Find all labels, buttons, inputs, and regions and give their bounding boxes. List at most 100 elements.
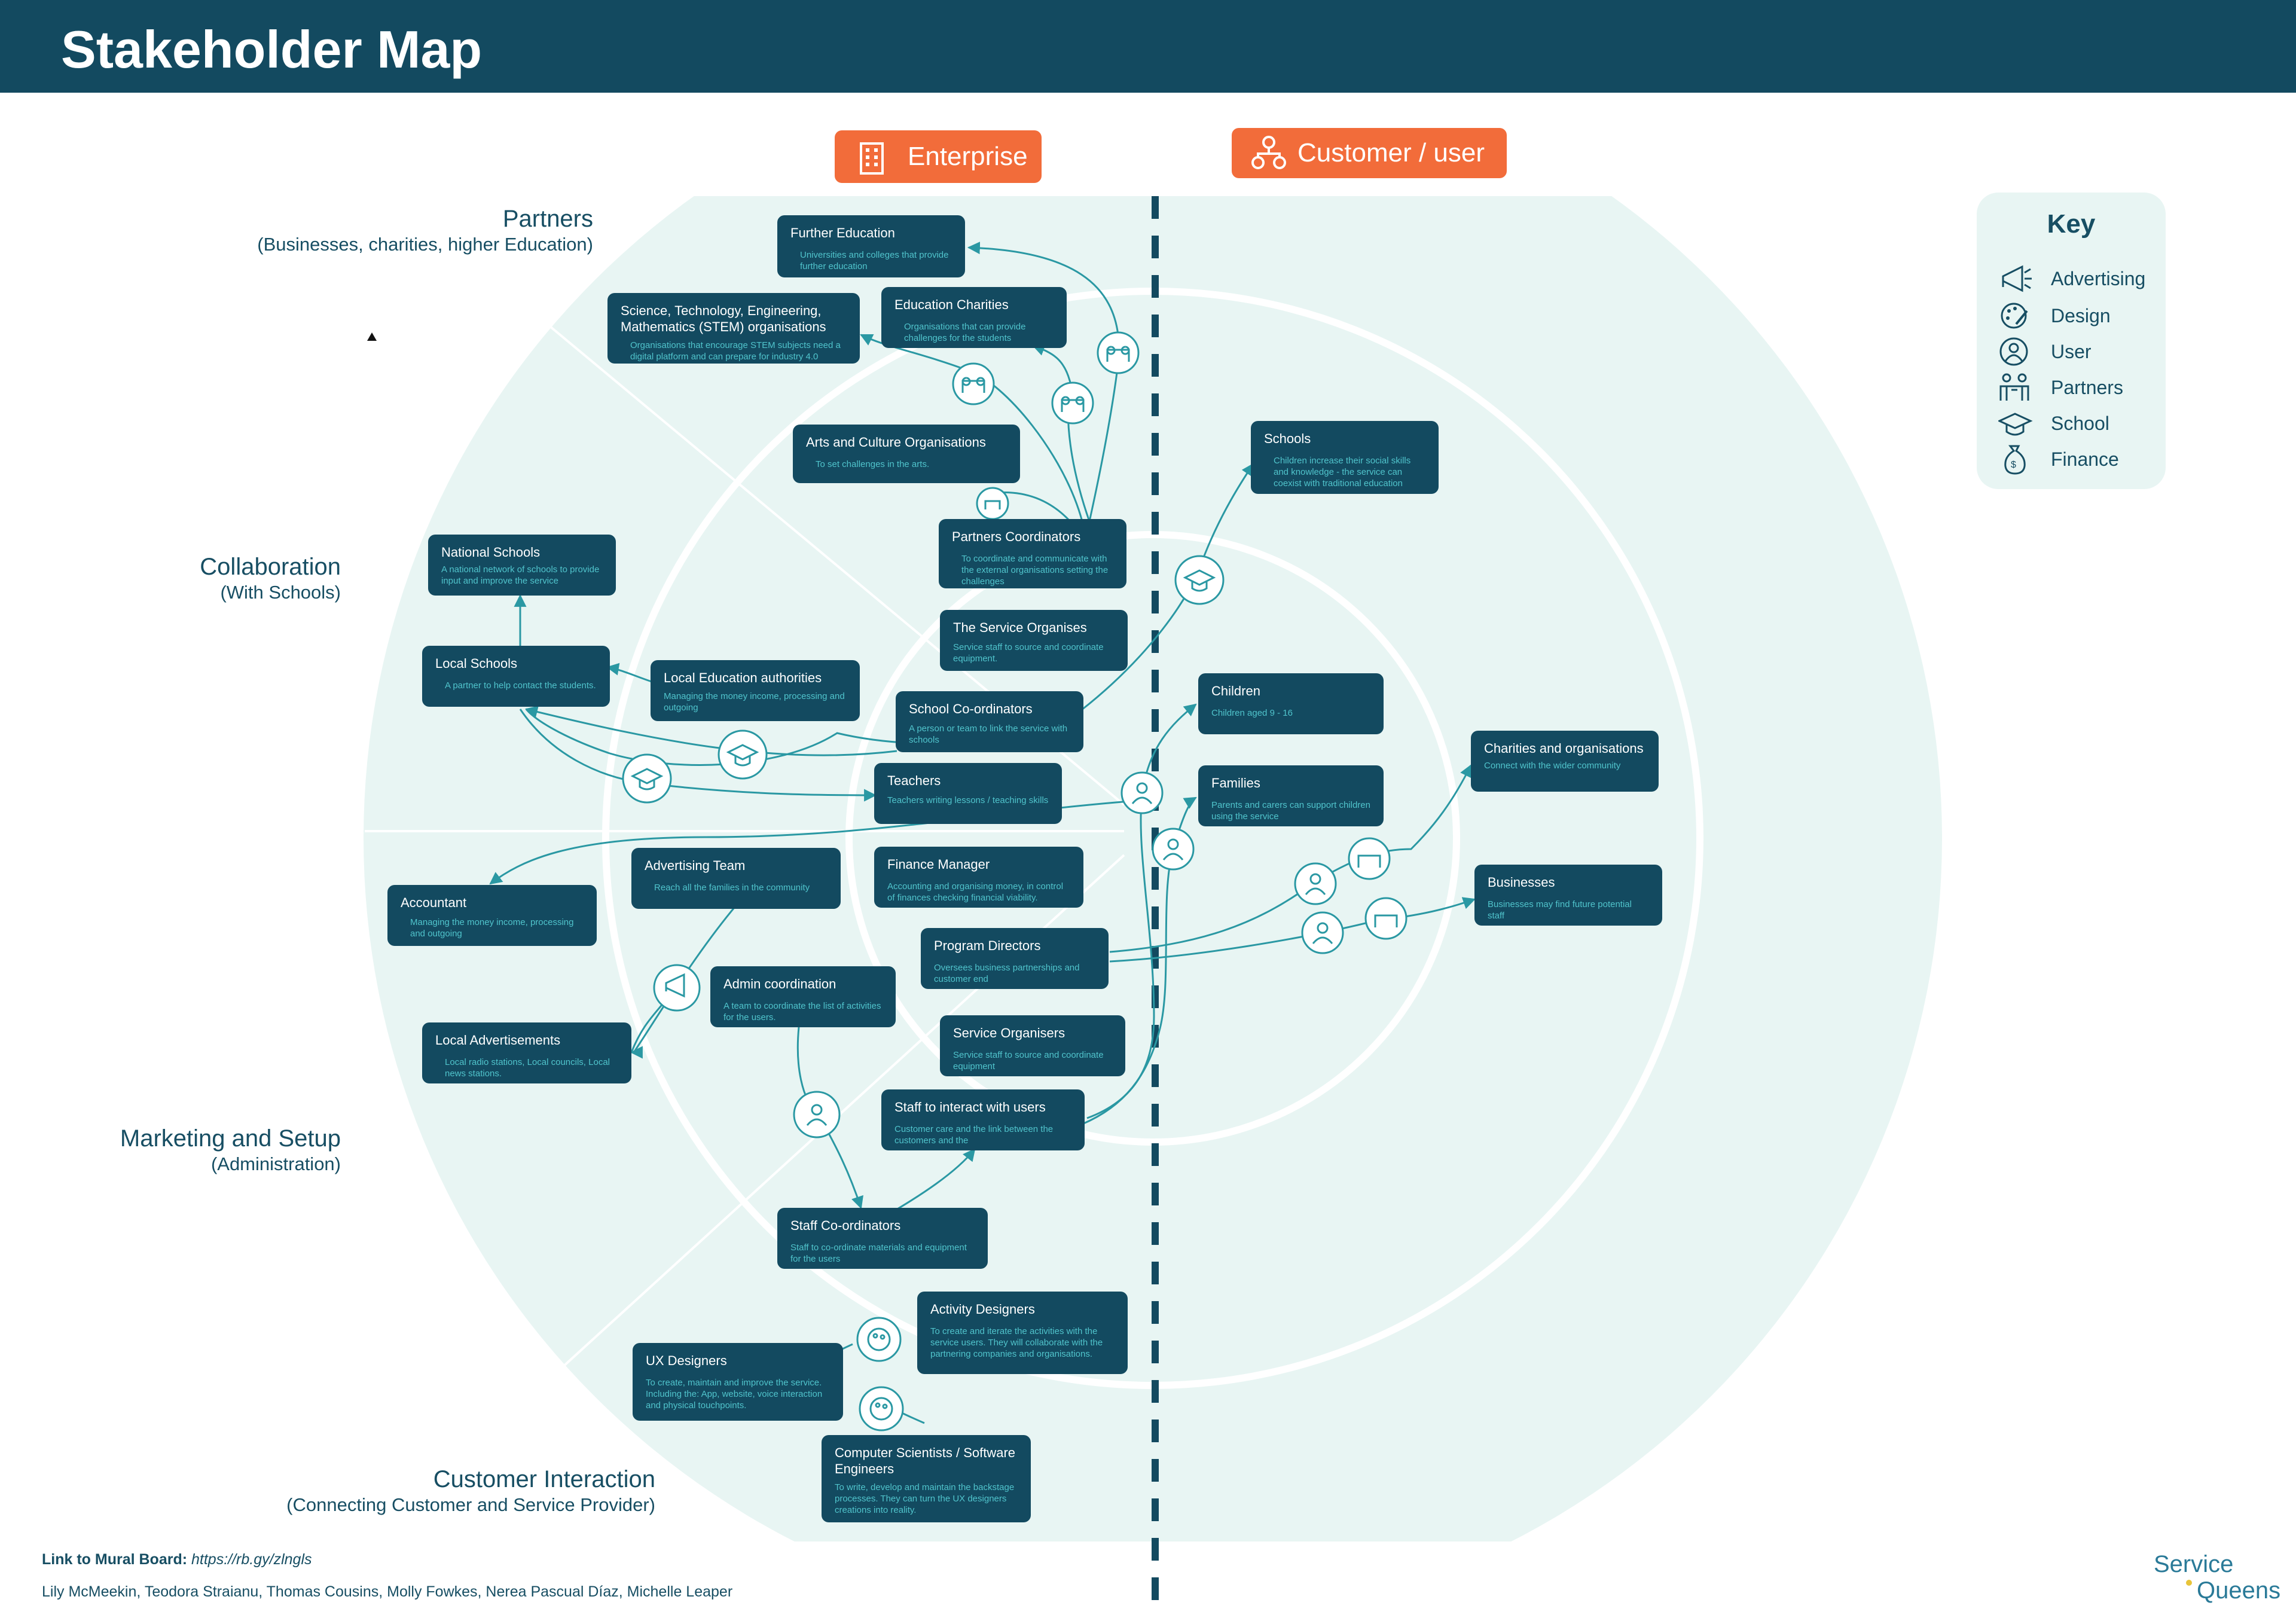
card-description: Parents and carers can support children … [1211,800,1370,822]
card-description: Customer care and the link between the c… [894,1124,1054,1146]
card-title: Science, Technology, Engineering, Mathem… [621,303,826,334]
card-description: Reach all the families in the community [654,883,810,893]
card-national-schools[interactable]: National Schools A national network of s… [428,535,616,596]
card-description: Businesses may find future potential sta… [1488,899,1632,921]
brand-line1: Service [2154,1551,2234,1577]
card-description: Connect with the wider community [1484,761,1621,771]
card-partners-coordinators[interactable]: Partners Coordinators To coordinate and … [939,519,1126,588]
graduation-cap-icon [1174,555,1225,605]
legend-label: Advertising [2051,268,2146,289]
card-the-service-organises[interactable]: The Service Organises Service staff to s… [940,610,1128,671]
card-title: National Schools [441,545,541,560]
card-admin-coordination[interactable]: Admin coordination A team to coordinate … [710,966,896,1027]
card-further-education[interactable]: Further Education Universities and colle… [777,215,965,277]
card-title: Further Education [790,225,895,240]
card-description: Oversees business partnerships and custo… [934,963,1080,984]
card-title: Activity Designers [930,1302,1035,1317]
card-description: Teachers writing lessons / teaching skil… [887,795,1049,805]
card-description: A person or team to link the service wit… [909,724,1068,745]
card-local-advertisements[interactable]: Local Advertisements Local radio station… [422,1022,631,1083]
card-title: Local Education authorities [664,670,822,685]
palette-icon [859,1386,904,1431]
money-bag-icon: $ [2004,445,2026,475]
partners-icon [1999,373,2029,401]
card-description: Service staff to source and coordinate e… [953,642,1104,664]
card-ux-designers[interactable]: UX Designers To create, maintain and imp… [633,1343,843,1421]
card-advertising-team[interactable]: Advertising Team Reach all the families … [631,848,841,909]
card-description: To create, maintain and improve the serv… [646,1378,823,1411]
card-title: The Service Organises [953,620,1087,635]
partners-icon [1051,381,1094,425]
card-title: Staff to interact with users [894,1100,1046,1115]
card-title: Arts and Culture Organisations [806,435,986,450]
card-activity-designers[interactable]: Activity Designers To create and iterate… [917,1292,1128,1374]
card-arts-culture[interactable]: Arts and Culture Organisations To set ch… [793,425,1020,483]
card-title: Education Charities [894,297,1009,312]
card-description: Organisations that encourage STEM subjec… [630,340,841,362]
section-subtitle: (With Schools) [220,582,341,603]
graduation-cap-icon [622,753,672,804]
card-title: Local Schools [435,656,517,671]
palette-icon [2001,303,2028,329]
card-local-education-authorities[interactable]: Local Education authorities Managing the… [651,660,860,721]
icon-glyphs [630,346,1398,1421]
card-businesses[interactable]: Businesses Businesses may find future po… [1474,865,1662,926]
card-teachers[interactable]: Teachers Teachers writing lessons / teac… [874,763,1062,824]
card-service-organisers[interactable]: Service Organisers Service staff to sour… [940,1015,1125,1076]
card-description: Organisations that can provide challenge… [904,322,1026,343]
legend-label: Finance [2051,448,2119,470]
legend-label: School [2051,413,2109,434]
card-title: Service Organisers [953,1025,1065,1040]
enterprise-label: Enterprise [908,142,1028,171]
card-finance-manager[interactable]: Finance Manager Accounting and organisin… [874,847,1083,908]
service-queens-logo: Service Queens [2151,1551,2283,1611]
mural-link-url[interactable]: https://rb.gy/zlngls [191,1551,312,1568]
diagram-disc [364,196,1942,1541]
user-icon [1999,337,2028,366]
section-title: Partners [502,206,593,232]
customer-tag: Customer / user [1232,128,1507,178]
section-title: Collaboration [200,554,341,580]
megaphone-icon [653,964,701,1012]
card-description: Children aged 9 - 16 [1211,708,1293,718]
section-collaboration: Collaboration (With Schools) [120,552,341,604]
card-education-charities[interactable]: Education Charities Organisations that c… [881,287,1067,348]
legend-item-partners: Partners [1998,372,2160,403]
card-accountant[interactable]: Accountant Managing the money income, pr… [387,885,597,946]
card-computer-scientists[interactable]: Computer Scientists / Software Engineers… [822,1435,1031,1522]
card-program-directors[interactable]: Program Directors Oversees business part… [921,928,1109,989]
card-charities-organisations[interactable]: Charities and organisations Connect with… [1471,731,1659,792]
section-marketing: Marketing and Setup (Administration) [60,1124,341,1176]
enterprise-tag: Enterprise [835,130,1042,183]
card-title: Charities and organisations [1484,741,1644,756]
section-subtitle: (Connecting Customer and Service Provide… [286,1494,655,1515]
card-stem-organisations[interactable]: Science, Technology, Engineering, Mathem… [607,293,860,364]
card-title: Finance Manager [887,857,990,872]
card-schools[interactable]: Schools Children increase their social s… [1251,421,1439,494]
card-title: Schools [1264,431,1311,446]
card-families[interactable]: Families Parents and carers can support … [1198,765,1384,826]
card-title: Program Directors [934,938,1041,953]
partners-icon [952,362,995,405]
card-title: Advertising Team [645,858,746,873]
card-children[interactable]: Children Children aged 9 - 16 [1198,673,1384,734]
card-title: Computer Scientists / Software Engineers [835,1445,1016,1476]
mural-link-label: Link to Mural Board: [42,1551,188,1568]
card-description: Staff to co-ordinate materials and equip… [790,1243,967,1264]
card-title: Staff Co-ordinators [790,1218,901,1233]
header-bar: Stakeholder Map [0,0,2296,93]
card-description: To create and iterate the activities wit… [930,1326,1103,1359]
card-school-coordinators[interactable]: School Co-ordinators A person or team to… [896,691,1083,752]
graduation-cap-icon [1998,413,2033,436]
card-local-schools[interactable]: Local Schools A partner to help contact … [422,646,610,707]
card-description: Managing the money income, processing an… [410,917,574,939]
card-staff-coordinators[interactable]: Staff Co-ordinators Staff to co-ordinate… [777,1208,988,1269]
legend-item-design: Design [1998,300,2160,331]
card-staff-interact-users[interactable]: Staff to interact with users Customer ca… [881,1089,1085,1150]
palette-icon [856,1317,902,1362]
section-title: Marketing and Setup [120,1125,341,1152]
legend-label: Design [2051,305,2111,326]
card-description: To write, develop and maintain the backs… [835,1482,1015,1515]
graduation-cap-icon [718,729,768,780]
partners-icon [1364,897,1407,940]
